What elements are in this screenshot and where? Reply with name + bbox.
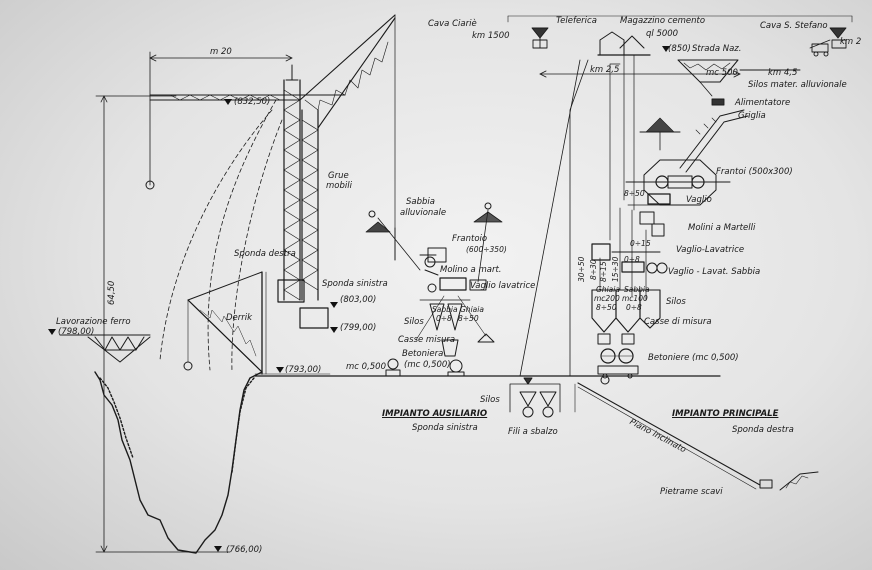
tower-cranes: [149, 14, 396, 373]
label-v-30-50: 30÷50: [577, 256, 586, 282]
label-sabbia-main: Sabbia: [624, 285, 650, 294]
label-elev-793: (793,00): [285, 365, 322, 375]
label-mc-500: mc 500: [706, 68, 738, 78]
label-vaglio-lavatrice-main: Vaglio-Lavatrice: [676, 245, 745, 255]
label-griglia: Griglia: [738, 111, 766, 121]
fili-a-sbalzo: [509, 377, 576, 418]
label-sponda-destra-main: Sponda destra: [732, 425, 794, 435]
dimension-64-50: [95, 95, 231, 553]
label-elev-799: (799,00): [340, 323, 377, 333]
label-ghiaia-aux: Ghiaia: [460, 305, 484, 314]
label-betoniera-mc: (mc 0,500): [404, 360, 451, 370]
label-cava-s-stefano: Cava S. Stefano: [760, 21, 828, 31]
label-km-4-5: km 4,5: [768, 68, 798, 78]
label-vaglio-lavatrice-aux: Vaglio lavatrice: [470, 281, 536, 291]
derrik-crane: [183, 271, 267, 375]
auxiliary-plant: [365, 202, 503, 377]
label-molini-a-martelli: Molini a Martelli: [688, 223, 756, 233]
label-sabbia-aux: Sabbia: [432, 305, 458, 314]
label-impianto-ausiliario: IMPIANTO AUSILIARIO: [382, 409, 488, 419]
label-size-0-15: 0÷15: [630, 239, 651, 248]
label-v-15-30: 15÷30: [611, 256, 620, 282]
label-mc-0-500: mc 0,500: [346, 362, 386, 372]
label-betoniera: Betoniera: [402, 349, 444, 359]
label-size-0-8-silo: 0÷8: [626, 303, 642, 312]
label-magazzino-cemento: Magazzino cemento: [620, 16, 706, 26]
label-silos-aux: Silos: [404, 317, 424, 327]
label-derrik: Derrik: [226, 313, 253, 323]
label-elev-832-50: (832,50): [234, 97, 271, 107]
label-mc100: mc100: [622, 294, 648, 303]
label-frantoio-aux: Frantoio: [452, 234, 488, 244]
label-sponda-sinistra-aux: Sponda sinistra: [412, 423, 478, 433]
label-betoniere: Betoniere (mc 0,500): [648, 353, 739, 363]
label-size-8-50-silo: 8÷50: [596, 303, 617, 312]
label-size-0-8-aux: 0÷8: [436, 314, 452, 323]
label-ghiaia-main: Ghiaia: [596, 285, 620, 294]
piano-inclinato: [577, 375, 819, 491]
label-km-1500: km 1500: [472, 31, 510, 41]
main-plant: [591, 159, 731, 379]
label-vaglio: Vaglio: [686, 195, 712, 205]
label-dim-64-50: 64,50: [107, 280, 117, 305]
label-v-8-15: 8÷15: [599, 261, 608, 282]
label-grue-2: mobili: [326, 181, 352, 191]
label-elev-803: (803,00): [340, 295, 377, 305]
label-silos-bottom: Silos: [480, 395, 500, 405]
label-sponda-sinistra-crane: Sponda sinistra: [322, 279, 388, 289]
label-elev-850: (850): [668, 44, 691, 54]
label-frantoi: Frantoi (500x300): [716, 167, 793, 177]
label-silos-main: Silos: [666, 297, 686, 307]
label-sabbia-alluv-2: alluvionale: [400, 208, 447, 218]
label-lavorazione-ferro: Lavorazione ferro: [56, 317, 131, 327]
label-size-8-50-aux: 8÷50: [458, 314, 479, 323]
label-size-0-8-main: 0÷8: [624, 255, 640, 264]
label-sabbia-alluv-1: Sabbia: [406, 197, 435, 207]
label-cava-ciarie: Cava Ciariè: [428, 19, 477, 29]
label-vaglio-lavat-sabbia: Vaglio - Lavat. Sabbia: [668, 267, 761, 277]
label-size-8-50-top: 8÷50: [624, 189, 645, 198]
lavorazione-ferro-truss: [59, 334, 151, 363]
label-elev-766: (766,00): [226, 545, 263, 555]
label-alimentatore: Alimentatore: [735, 98, 791, 108]
top-transport: [507, 15, 853, 377]
label-km-2-5: km 2,5: [590, 65, 620, 75]
label-casse-misura-aux: Casse misura: [398, 335, 456, 345]
label-impianto-principale: IMPIANTO PRINCIPALE: [672, 409, 779, 419]
label-sponda-destra-derrik: Sponda destra: [234, 249, 296, 259]
label-pietrame-scavi: Pietrame scavi: [660, 487, 723, 497]
label-frantoio-aux-size: (600÷350): [466, 245, 507, 254]
label-ql-5000: ql 5000: [646, 29, 679, 39]
label-teleferica: Teleferica: [556, 16, 597, 26]
dimension-m20: [149, 51, 293, 186]
label-silos-mater-alluvionale: Silos mater. alluvionale: [748, 80, 847, 90]
label-m20: m 20: [210, 47, 232, 57]
label-grue-1: Grue: [328, 171, 349, 181]
canyon-section: [94, 371, 263, 554]
label-mc200: mc200: [594, 294, 620, 303]
label-v-8-30: 8÷30: [589, 259, 598, 280]
label-casse-di-misura: Casse di misura: [644, 317, 712, 327]
label-fili-a-sbalzo: Fili a sbalzo: [508, 427, 558, 437]
label-km-2: km 2: [840, 37, 862, 47]
label-strada-naz: Strada Naz.: [692, 44, 742, 54]
label-elev-798: (798,00): [58, 327, 95, 337]
label-molino-a-mart: Molino a mart.: [440, 265, 502, 275]
level-markers: [48, 46, 670, 552]
